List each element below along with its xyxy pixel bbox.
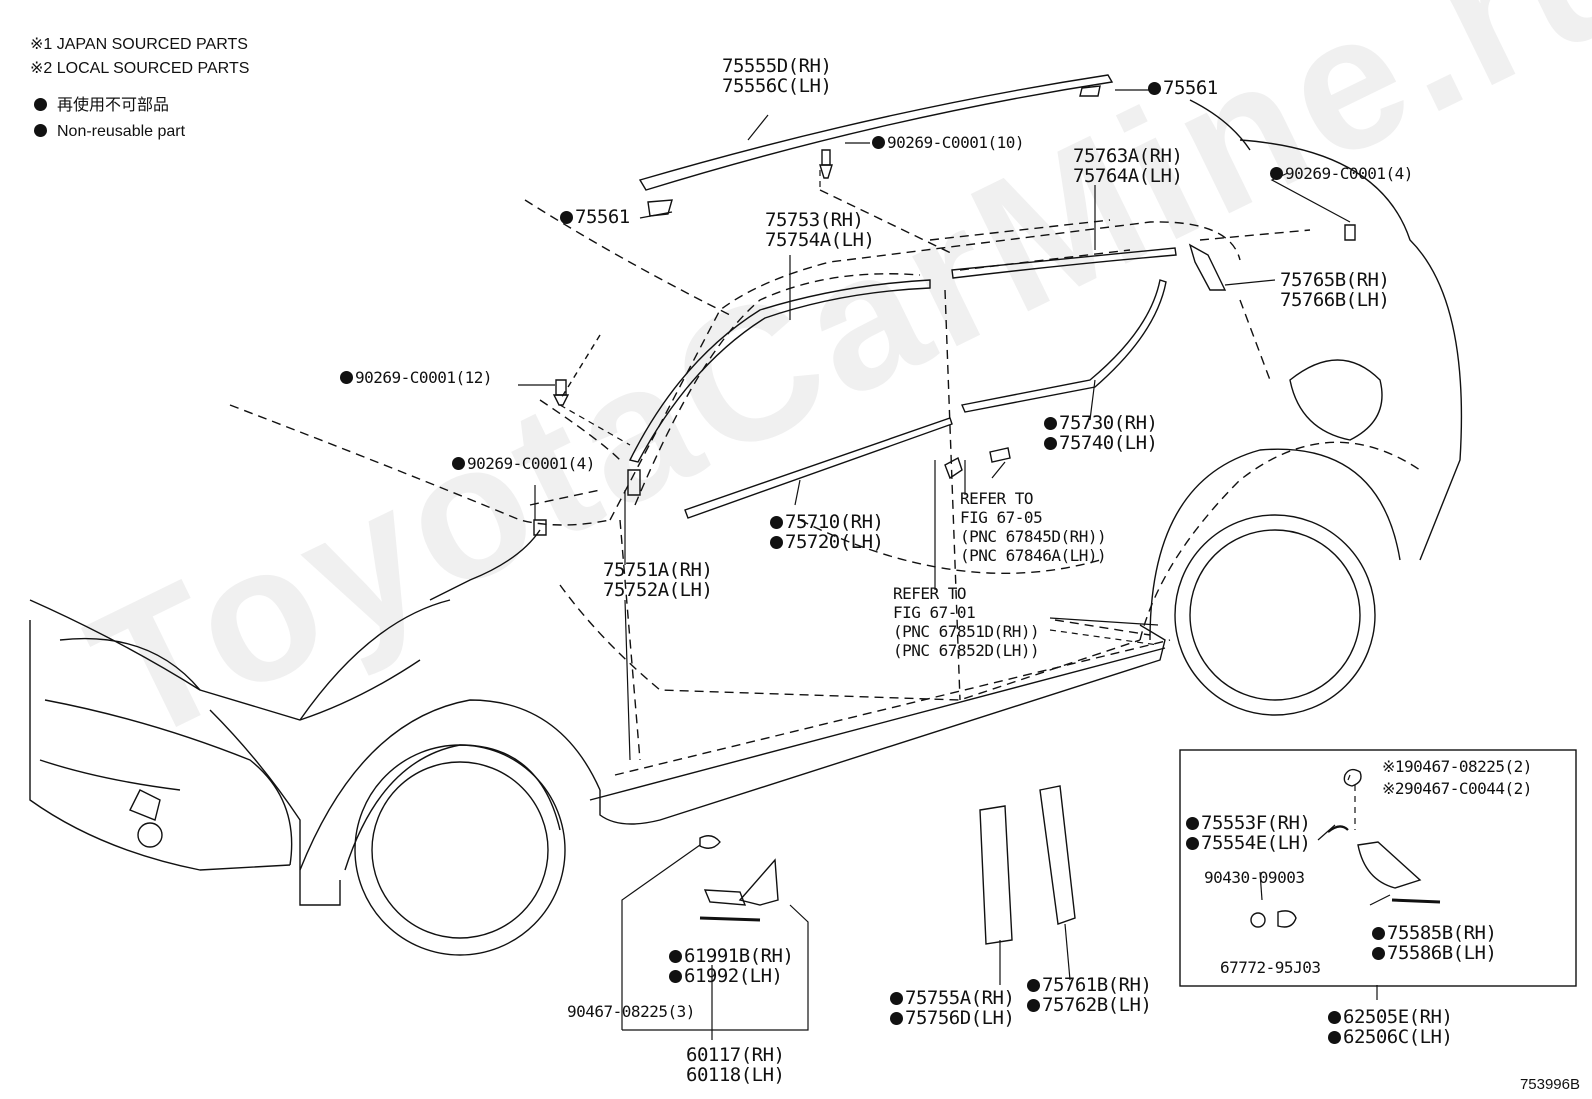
part-label-90269-4-front[interactable]: 90269-C0001(4) xyxy=(452,454,595,473)
part-label-b-pillar[interactable]: 75755A(RH) 75756D(LH) xyxy=(890,988,1015,1028)
nonreusable-dot-icon xyxy=(1027,999,1040,1012)
legend-nonreusable-en: Non-reusable part xyxy=(34,121,185,143)
part-label-90269-10[interactable]: 90269-C0001(10) xyxy=(872,133,1025,152)
part-label-box-clip1[interactable]: ※190467-08225(2) xyxy=(1382,757,1532,776)
nonreusable-dot-icon xyxy=(1372,947,1385,960)
nonreusable-dot-icon xyxy=(1148,82,1161,95)
nonreusable-dot-icon xyxy=(669,970,682,983)
part-label-roof-molding[interactable]: 75555D(RH)75556C(LH) xyxy=(722,55,832,97)
part-label-frt-door-frame[interactable]: 75753(RH)75754A(LH) xyxy=(765,209,875,251)
nonreusable-dot-icon xyxy=(452,457,465,470)
part-label-box-clip2[interactable]: ※290467-C0044(2) xyxy=(1382,779,1532,798)
nonreusable-dot-icon xyxy=(1044,417,1057,430)
part-label-75561-rear[interactable]: 75561 xyxy=(1148,78,1218,98)
nonreusable-dot-icon xyxy=(34,98,47,111)
nonreusable-dot-icon xyxy=(340,371,353,384)
clips xyxy=(533,149,1356,849)
figure-code: 753996B xyxy=(1519,1076,1580,1093)
part-label-frt-belt[interactable]: 75710(RH) 75720(LH) xyxy=(770,512,884,552)
nonreusable-dot-icon xyxy=(1270,167,1283,180)
part-label-box-67772[interactable]: 67772-95J03 xyxy=(1220,958,1321,977)
frt-door-frame xyxy=(627,279,931,496)
nonreusable-dot-icon xyxy=(872,136,885,149)
detail-box xyxy=(1179,749,1577,987)
part-label-90467-3[interactable]: 90467-08225(3) xyxy=(567,1002,695,1021)
nonreusable-dot-icon xyxy=(1027,979,1040,992)
nonreusable-dot-icon xyxy=(1186,837,1199,850)
nonreusable-dot-icon xyxy=(560,211,573,224)
legend-japan-sourced: ※1 JAPAN SOURCED PARTS xyxy=(30,36,248,53)
b-pillar-garnish xyxy=(979,805,1013,945)
nonreusable-dot-icon xyxy=(770,516,783,529)
part-label-box-90430[interactable]: 90430-09003 xyxy=(1204,868,1305,887)
part-label-rr-belt[interactable]: 75730(RH) 75740(LH) xyxy=(1044,413,1158,453)
part-label-mud-guard[interactable]: 60117(RH)60118(LH) xyxy=(686,1044,785,1086)
nonreusable-dot-icon xyxy=(1372,927,1385,940)
fender-parts xyxy=(699,858,779,922)
body-outline xyxy=(229,189,1421,776)
roof-molding xyxy=(638,74,1114,217)
part-label-rr-flare[interactable]: 62505E(RH) 62506C(LH) xyxy=(1328,1007,1453,1047)
part-label-fender-liner[interactable]: 61991B(RH) 61992(LH) xyxy=(669,946,794,986)
nonreusable-dot-icon xyxy=(1186,817,1199,830)
nonreusable-dot-icon xyxy=(770,536,783,549)
nonreusable-dot-icon xyxy=(1328,1011,1341,1024)
c-pillar-garnish xyxy=(1039,785,1076,925)
body-solid-lines xyxy=(29,99,1463,956)
rr-belt xyxy=(961,279,1167,413)
part-label-box-75585[interactable]: 75585B(RH) 75586B(LH) xyxy=(1372,923,1497,963)
nonreusable-dot-icon xyxy=(890,1012,903,1025)
part-label-rr-door-frame[interactable]: 75763A(RH)75764A(LH) xyxy=(1073,145,1183,187)
nonreusable-dot-icon xyxy=(1328,1031,1341,1044)
nonreusable-dot-icon xyxy=(34,124,47,137)
part-label-a-pillar[interactable]: 75751A(RH)75752A(LH) xyxy=(603,559,713,601)
part-label-c-pillar[interactable]: 75761B(RH) 75762B(LH) xyxy=(1027,975,1152,1015)
part-label-box-75553[interactable]: 75553F(RH) 75554E(LH) xyxy=(1186,813,1311,853)
part-label-90269-4-rear[interactable]: 90269-C0001(4) xyxy=(1270,164,1413,183)
nonreusable-dot-icon xyxy=(1044,437,1057,450)
nonreusable-dot-icon xyxy=(669,950,682,963)
legend-local-sourced: ※2 LOCAL SOURCED PARTS xyxy=(30,60,250,77)
frt-belt xyxy=(684,417,953,519)
rr-door-frame xyxy=(951,243,1227,291)
legend-nonreusable-jp: 再使用不可部品 xyxy=(34,95,169,117)
part-label-rr-quarter[interactable]: 75765B(RH)75766B(LH) xyxy=(1280,269,1390,311)
nonreusable-dot-icon xyxy=(890,992,903,1005)
part-label-75561-front[interactable]: 75561 xyxy=(560,207,630,227)
part-label-90269-12[interactable]: 90269-C0001(12) xyxy=(340,368,493,387)
